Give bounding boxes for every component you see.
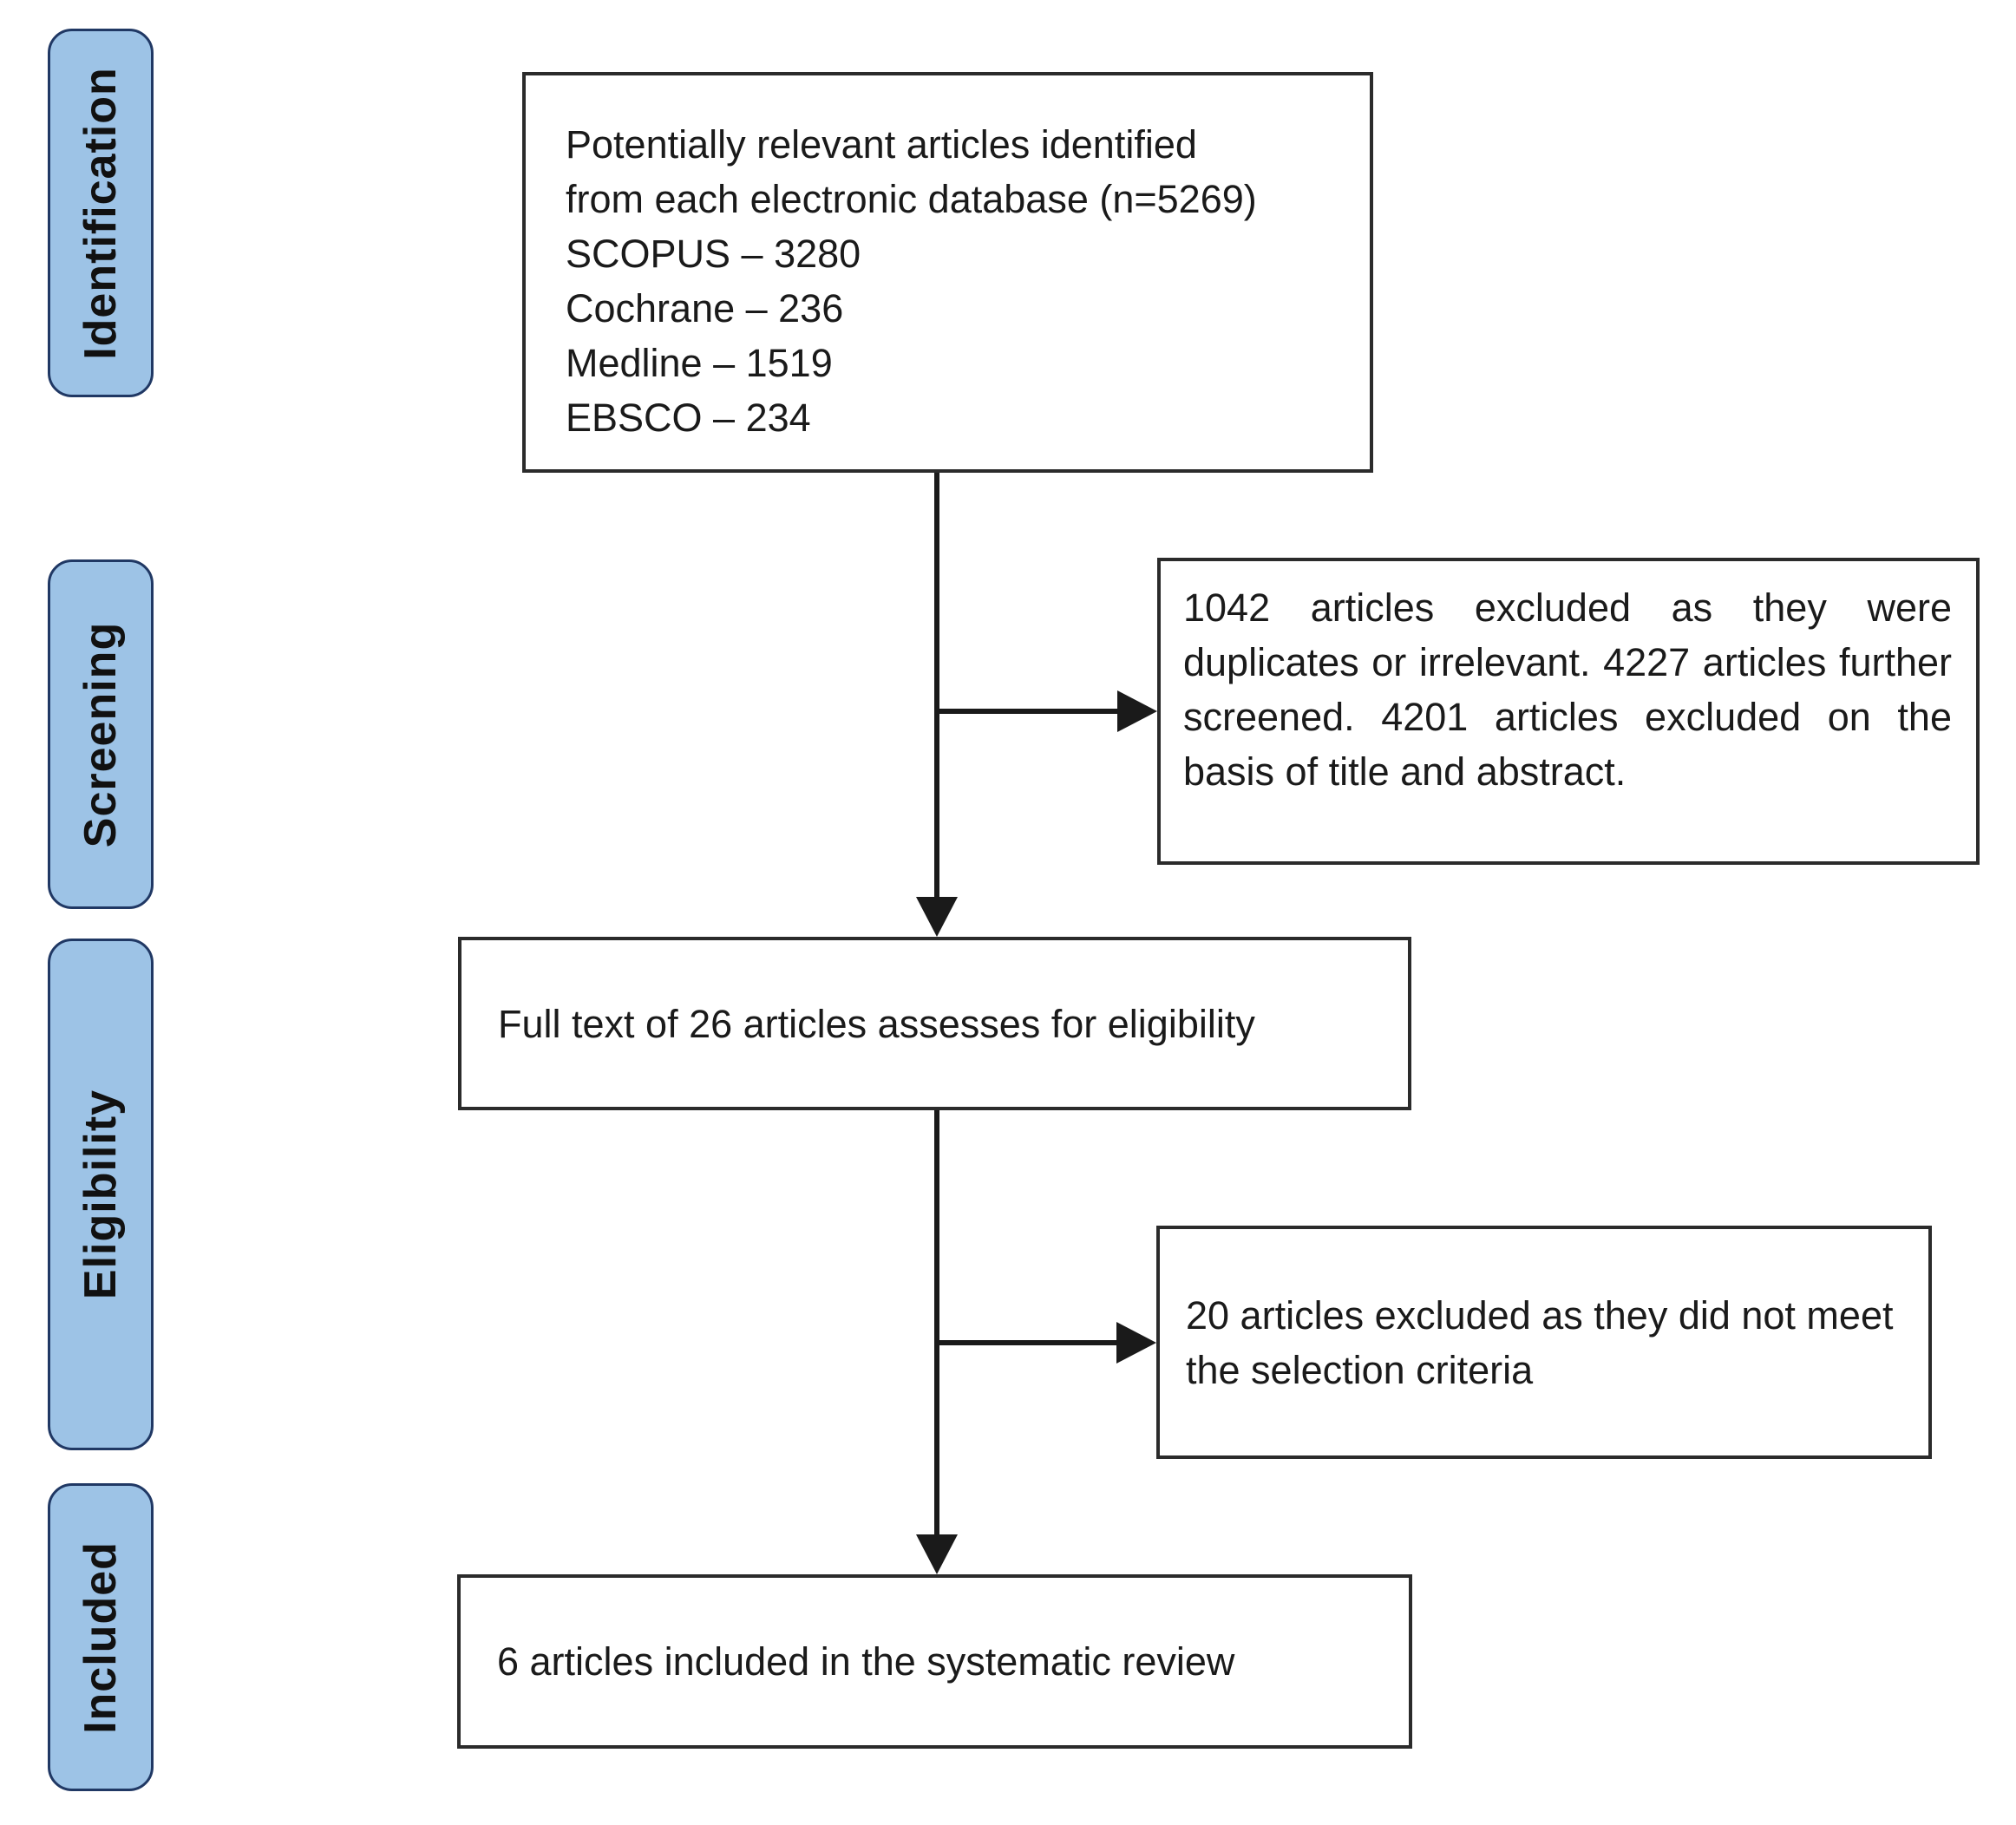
stage-label-screening-text: Screening [75, 621, 126, 847]
full-text-eligibility-text: Full text of 26 articles assesses for el… [498, 1001, 1255, 1046]
identified-line: from each electronic database (n=5269) [566, 177, 1257, 221]
stage-label-included: Included [48, 1483, 154, 1791]
screening-excluded-text: 1042 articles excluded as they were dupl… [1183, 585, 1952, 794]
stage-label-eligibility-text: Eligibility [75, 1089, 126, 1300]
eligibility-excluded-text: 20 articles excluded as they did not mee… [1186, 1292, 1894, 1392]
stage-label-included-text: Included [75, 1540, 126, 1734]
stage-label-identification-text: Identification [75, 66, 126, 360]
identified-line: SCOPUS – 3280 [566, 232, 861, 276]
box-eligibility-excluded: 20 articles excluded as they did not mee… [1156, 1226, 1932, 1459]
included-articles-text: 6 articles included in the systematic re… [497, 1639, 1235, 1684]
identified-line: EBSCO – 234 [566, 396, 811, 440]
stage-label-screening: Screening [48, 559, 154, 909]
arrow-right-icon [1116, 1322, 1156, 1364]
box-included-articles: 6 articles included in the systematic re… [457, 1574, 1412, 1749]
identified-line: Potentially relevant articles identified [566, 122, 1197, 167]
arrow-identified-to-fulltext-line [934, 473, 939, 897]
identified-line: Cochrane – 236 [566, 286, 844, 330]
arrow-branch-screening-excluded-line [937, 709, 1119, 714]
arrow-down-icon [916, 1534, 958, 1574]
box-identified-articles: Potentially relevant articles identified… [522, 72, 1373, 473]
box-full-text-eligibility: Full text of 26 articles assesses for el… [458, 937, 1411, 1110]
identified-line: Medline – 1519 [566, 341, 833, 385]
box-screening-excluded: 1042 articles excluded as they were dupl… [1157, 558, 1980, 865]
arrow-fulltext-to-included-line [934, 1110, 939, 1534]
stage-label-identification: Identification [48, 29, 154, 397]
arrow-down-icon [916, 897, 958, 937]
stage-label-eligibility: Eligibility [48, 939, 154, 1450]
arrow-right-icon [1117, 690, 1157, 732]
arrow-branch-eligibility-excluded-line [937, 1340, 1116, 1345]
